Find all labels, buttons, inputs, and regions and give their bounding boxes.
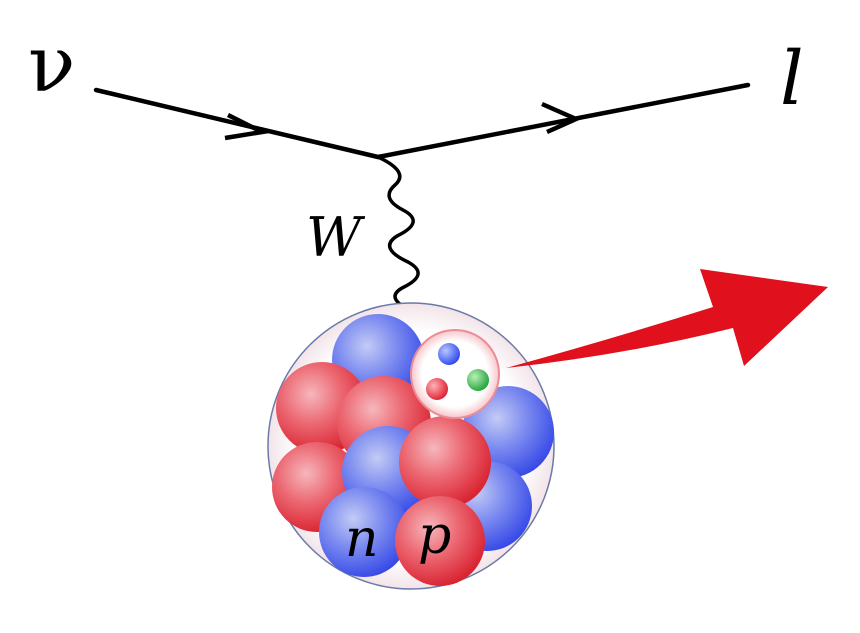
ejected-hadron-arrow xyxy=(506,269,828,368)
struck-nucleon-quark-bubble xyxy=(410,329,500,419)
outgoing-arrowhead xyxy=(541,101,582,135)
neutrino-label: ν xyxy=(28,20,75,110)
green-quark xyxy=(467,369,489,391)
lepton-label: l xyxy=(780,36,804,122)
neutron-sphere xyxy=(319,487,409,577)
nucleus: n p xyxy=(267,302,555,590)
w-boson-label: W xyxy=(306,206,366,269)
proton-sphere xyxy=(395,496,485,586)
incoming-arrowhead xyxy=(224,112,270,141)
blue-quark xyxy=(438,343,460,365)
proton-label: p xyxy=(418,506,451,566)
proton-sphere xyxy=(399,416,491,508)
neutron-label: n xyxy=(345,509,379,569)
outgoing-lepton-line xyxy=(375,82,751,160)
red-quark xyxy=(426,378,448,400)
incoming-neutrino-line xyxy=(93,87,381,160)
